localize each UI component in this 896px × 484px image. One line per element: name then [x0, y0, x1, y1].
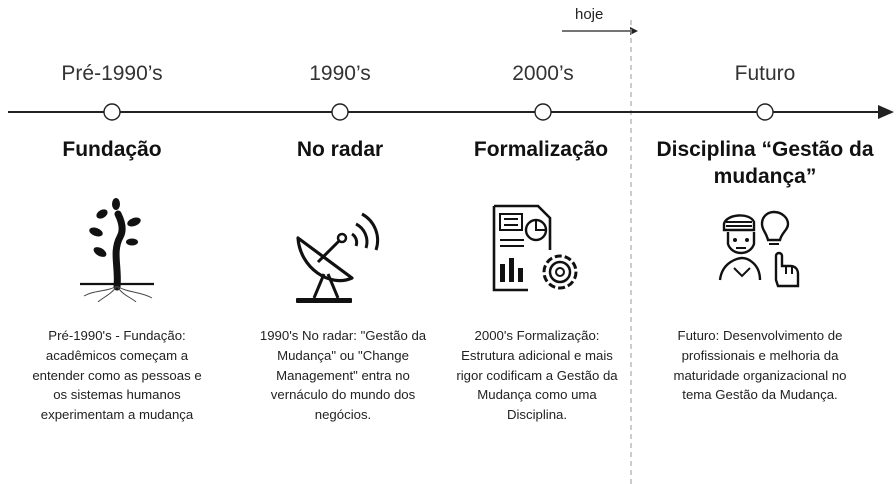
- period-label: 2000’s: [512, 62, 574, 85]
- period-label: Pré-1990’s: [61, 62, 163, 85]
- milestone-title: Formalização: [473, 138, 609, 161]
- timeline-node: [756, 103, 774, 121]
- milestone-title: Fundação: [62, 138, 162, 161]
- today-arrow-icon: [562, 27, 638, 35]
- radar-dish-icon: [296, 212, 380, 303]
- timeline-node: [534, 103, 552, 121]
- milestone-description: Futuro: Desenvolvimento de profissionais…: [673, 328, 847, 403]
- milestone-description: 1990's No radar: "Gestão da Mudança" ou …: [259, 328, 427, 423]
- milestone-title: No radar: [296, 138, 384, 161]
- timeline-axis: [8, 103, 894, 121]
- period-label: 1990’s: [309, 62, 371, 85]
- timeline-node: [103, 103, 121, 121]
- today-divider: [630, 20, 632, 484]
- top-cutoff-text: [0, 0, 896, 5]
- milestone-description: 2000's Formalização: Estrutura adicional…: [456, 328, 618, 423]
- milestone-description: Pré-1990's - Fundação: acadêmicos começa…: [32, 328, 202, 423]
- people-idea-icon: [718, 210, 800, 288]
- period-label: Futuro: [734, 62, 796, 85]
- milestone-title: Disciplina “Gestão da mudança”: [656, 138, 874, 189]
- today-label: hoje: [575, 6, 604, 23]
- tree-roots-icon: [80, 198, 154, 302]
- timeline-node: [331, 103, 349, 121]
- document-gear-icon: [492, 204, 578, 292]
